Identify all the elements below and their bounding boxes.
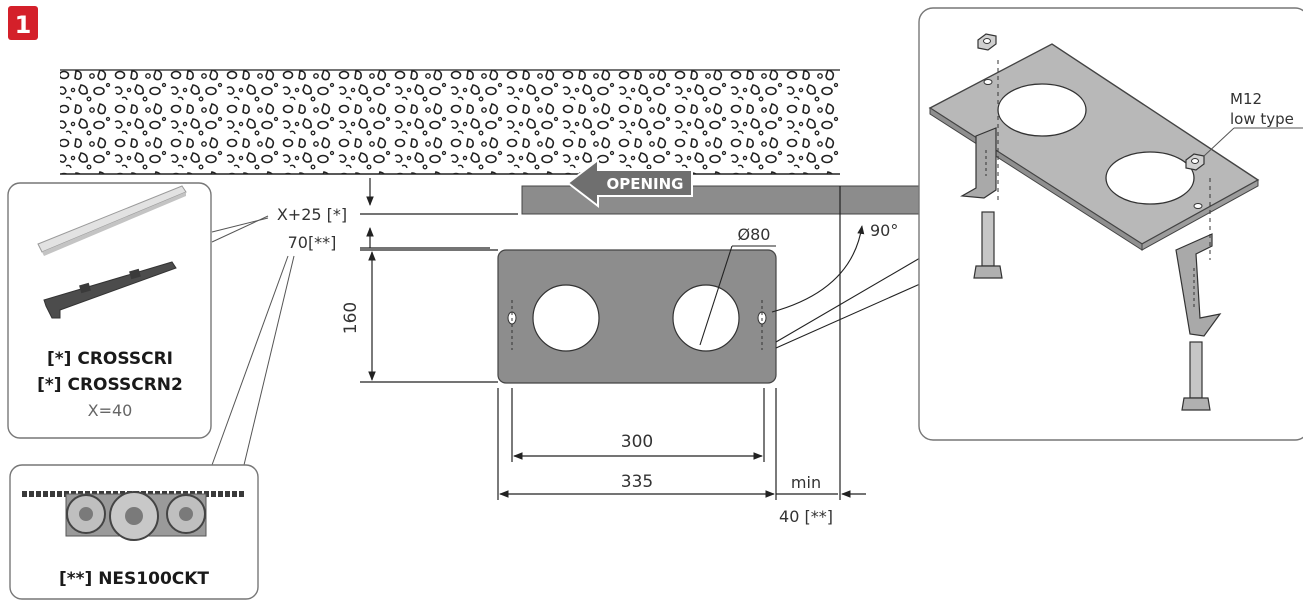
angle-indicator [771,225,921,349]
step-badge: 1 [8,6,38,40]
step-badge-bg [8,6,38,40]
bolt-callout-line1: M12 [1230,90,1262,108]
plate-hole-left [532,284,600,352]
min-label: min [791,473,821,492]
bolt-icon-right [1181,341,1211,411]
crosscri-rail-icon [37,185,187,256]
bracket-icon-right [1175,233,1222,337]
height-label: 160 [341,302,361,334]
min-value-label: 40 [**] [779,507,833,526]
offset-b-label: 70[**] [288,233,337,252]
inner-width-label: 300 [621,432,653,452]
bolt-callout-line2: low type [1230,110,1294,128]
bracket-icon-left [960,127,997,199]
chain-sprocket-icon [22,491,246,541]
opening-label: OPENING [607,175,684,193]
crosscrn2-label: [*] CROSSCRN2 [37,375,183,395]
diameter-label: Ø80 [738,225,771,244]
ground-section [60,69,840,175]
diameter-leader [699,245,776,346]
width-dimensions [497,186,866,500]
accessory-leaders [211,215,295,466]
bolt-icon-left [973,211,1003,279]
opening-arrow-shape [566,157,693,209]
accessory-panel-nes: [**] NES100CKT [9,464,259,600]
foundation-plate [497,249,777,384]
height-dimension [360,249,498,383]
nut-icon-top [977,33,997,51]
offset-dimension [360,178,518,249]
crosscrn2-rail-icon [43,261,177,319]
accessory-panel-crosscr: [*] CROSSCRI [*] CROSSCRN2 X=40 [7,182,212,439]
opening-arrow: OPENING [566,157,693,209]
angle-label: 90° [870,221,898,240]
plate-hole-right [672,284,740,352]
nes-label: [**] NES100CKT [59,569,209,589]
nut-icon-right [1185,153,1205,171]
crosscr-x-label: X=40 [88,401,133,420]
offset-a-label: X+25 [*] [277,205,347,224]
crosscri-label: [*] CROSSCRI [47,349,173,369]
plate-3d-hole-left [997,83,1087,137]
plate-3d-hole-right [1105,151,1195,205]
gravel-fill [60,70,840,174]
outer-width-label: 335 [621,472,653,492]
step-number: 1 [15,11,32,39]
detail-panel-3d: M12 low type [918,7,1303,441]
